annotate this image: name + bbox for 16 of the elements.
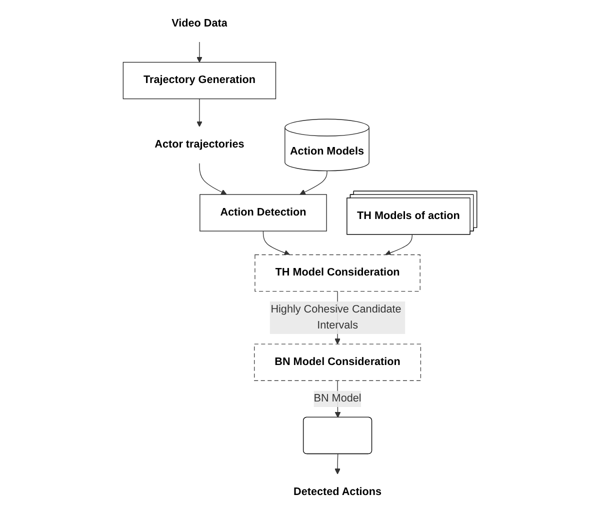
arrow [300, 170, 328, 195]
node-box: Trajectory Generation [122, 62, 276, 100]
arrow [334, 454, 340, 474]
node-text: Detected Actions [294, 486, 382, 498]
edge-label: Highly Cohesive Candidate Intervals [270, 303, 402, 332]
node-text: Video Data [172, 18, 228, 30]
arrow [199, 162, 227, 195]
node-box: BN Model Consideration [254, 344, 422, 381]
arrow [385, 234, 412, 256]
node-text: Actor trajectories [154, 138, 244, 150]
edge-label: BN Model [314, 392, 362, 404]
arrow [262, 230, 290, 256]
arrow [196, 42, 202, 63]
node-box: Action Detection [200, 194, 327, 232]
arrow [196, 98, 202, 127]
node-box: TH Model Consideration [254, 254, 420, 292]
